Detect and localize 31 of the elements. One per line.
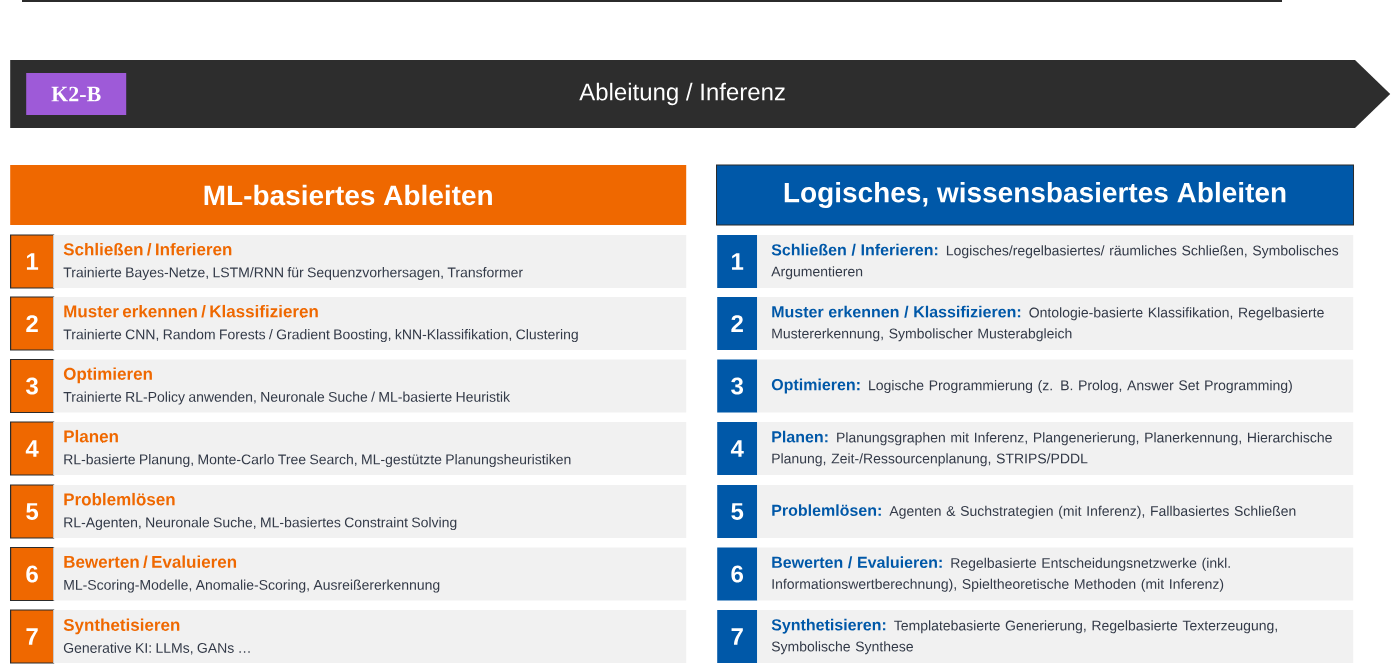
number-box: 7: [10, 609, 55, 664]
number-box: 2: [717, 297, 758, 350]
list-item-box: Planen: Planungsgraphen mit Inferenz, Plangenerierung, Planerkennung, Hierarchische Planung, Zeit-/Ressourcenplanung, STRIPS/PDDL: [757, 422, 1354, 475]
number-box: 4: [10, 421, 55, 476]
list-item-box: Problemlösen: Agenten & Suchstrategien (mit Inferenz), Fallbasiertes Schließen: [757, 485, 1354, 538]
list-item-box: Problemlösen RL-Agenten, Neuronale Suche, ML-basiertes Constraint Solving: [53, 485, 687, 538]
list-item-box: Bewerten / Evaluieren: Regelbasierte Entscheidungsnetzwerke (inkl. Informationswertberechnung), Spieltheoretische Methoden (mit Inferenz): [757, 547, 1354, 601]
number-box: 7: [717, 610, 758, 663]
list-item-box: Schließen / Inferieren Trainierte Bayes-Netze, LSTM/RNN für Sequenzvorhersagen, Transformer: [53, 235, 687, 288]
list-item-box: Optimieren Trainierte RL-Policy anwenden, Neuronale Suche / ML-basierte Heuristik: [53, 359, 687, 413]
list-item-box: Planen RL-basierte Planung, Monte-Carlo Tree Search, ML-gestützte Planungsheuristiken: [53, 422, 687, 475]
list-item-box: Muster erkennen / Klassifizieren Trainierte CNN, Random Forests / Gradient Boosting, kNN-Klassifikation, Clustering: [53, 297, 687, 350]
number-box: 4: [717, 422, 758, 475]
number-box: 2: [10, 296, 55, 351]
number-box: 3: [10, 358, 55, 414]
number-box: 3: [717, 359, 758, 413]
list-item-box: Synthetisieren Generative KI: LLMs, GANs …: [53, 610, 687, 663]
number-box: 1: [10, 234, 55, 289]
badge: K2-B: [26, 73, 127, 115]
list-item-box: Schließen / Inferieren: Logisches/regelbasiertes/ räumliches Schließen, Symbolisches Argumentieren: [757, 235, 1354, 288]
list-item-box: Synthetisieren: Templatebasierte Generierung, Regelbasierte Texterzeugung, Symbolische Synthese: [757, 610, 1354, 663]
number-box: 6: [717, 547, 758, 601]
header-bar: Logisches, wissensbasiertes Ableiten: [716, 164, 1354, 226]
number-box: 1: [717, 235, 758, 288]
number-box: 5: [10, 484, 55, 539]
list-item-box: Muster erkennen / Klassifizieren: Ontologie-basierte Klassifikation, Regelbasierte Mustererkennung, Symbolischer Musterabgleich: [757, 297, 1354, 350]
header-bar: ML-basiertes Ableiten: [10, 165, 687, 225]
list-item-box: Bewerten / Evaluieren ML-Scoring-Modelle, Anomalie-Scoring, Ausreißererkennung: [53, 547, 687, 601]
number-box: 5: [717, 485, 758, 538]
number-box: 6: [10, 546, 55, 602]
list-item-box: Optimieren: Logische Programmierung (z. B. Prolog, Answer Set Programming): [757, 359, 1354, 413]
